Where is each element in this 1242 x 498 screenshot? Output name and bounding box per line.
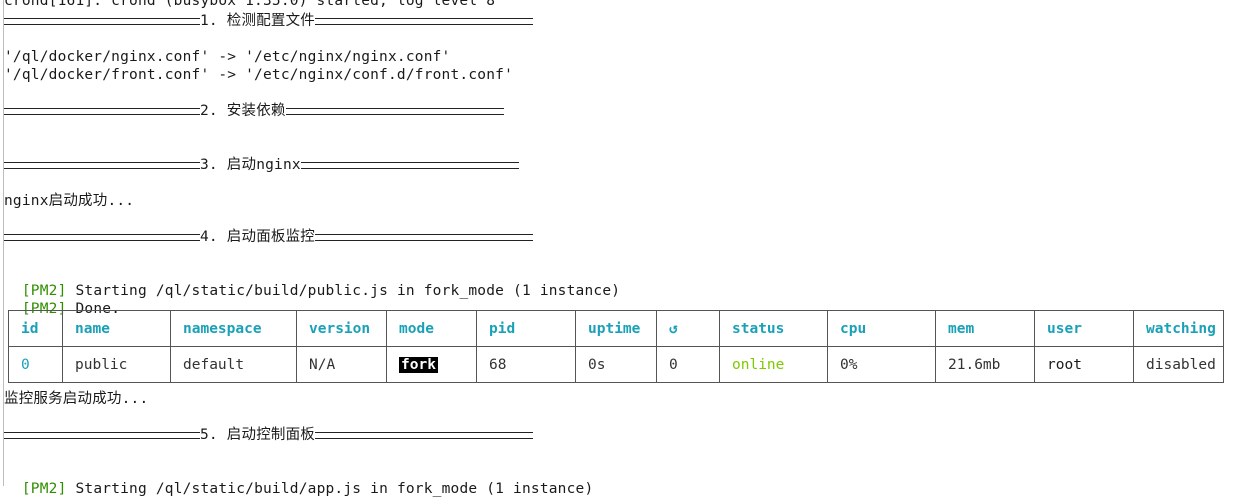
table-row: 0 public default N/A fork 68 0s 0 online… — [8, 346, 1224, 383]
pm2-tag: [PM2] — [21, 481, 67, 497]
nginx-started-message: nginx启动成功... — [4, 193, 135, 209]
step2-separator: 2. 安装依赖 — [4, 102, 504, 120]
col-header-version: version — [296, 310, 387, 347]
cell-mem: 21.6mb — [935, 346, 1035, 383]
col-header-uptime: uptime — [575, 310, 657, 347]
step1-separator: 1. 检测配置文件 — [4, 12, 533, 30]
pm2-start-public-line: [PM2] Starting /ql/static/build/public.j… — [4, 264, 620, 299]
cell-mode: fork — [386, 346, 477, 383]
step5-separator: 5. 启动控制面板 — [4, 426, 533, 444]
front-conf-copy-line: '/ql/docker/front.conf' -> '/etc/nginx/c… — [4, 67, 513, 83]
col-header-watching: watching — [1133, 310, 1224, 347]
cell-id: 0 — [8, 346, 63, 383]
step4-title: 4. 启动面板监控 — [200, 229, 315, 245]
col-header-pid: pid — [476, 310, 576, 347]
pm2-process-table: id name namespace version mode pid uptim… — [8, 310, 1224, 383]
col-header-status: status — [719, 310, 828, 347]
pm2-start-app-text: Starting /ql/static/build/app.js in fork… — [75, 481, 594, 497]
cell-pid: 68 — [476, 346, 576, 383]
col-header-mem: mem — [935, 310, 1035, 347]
col-header-mode: mode — [386, 310, 477, 347]
cell-uptime: 0s — [575, 346, 657, 383]
pm2-start-public-text: Starting /ql/static/build/public.js in f… — [75, 283, 621, 299]
monitor-started-message: 监控服务启动成功... — [4, 391, 149, 407]
col-header-namespace: namespace — [170, 310, 297, 347]
terminal-left-border — [3, 0, 4, 486]
cell-cpu: 0% — [827, 346, 936, 383]
cell-status: online — [719, 346, 828, 383]
step3-separator: 3. 启动nginx — [4, 156, 519, 174]
col-header-restarts: ↺ — [656, 310, 720, 347]
step1-title: 1. 检测配置文件 — [200, 13, 315, 29]
pm2-start-app-line: [PM2] Starting /ql/static/build/app.js i… — [4, 462, 593, 497]
pm2-tag: [PM2] — [21, 283, 67, 299]
cell-namespace: default — [170, 346, 297, 383]
table-header-row: id name namespace version mode pid uptim… — [8, 310, 1224, 347]
step3-title: 3. 启动nginx — [200, 157, 301, 173]
col-header-id: id — [8, 310, 63, 347]
cell-restarts: 0 — [656, 346, 720, 383]
cell-version: N/A — [296, 346, 387, 383]
mode-fork-label: fork — [399, 356, 438, 373]
nginx-conf-copy-line: '/ql/docker/nginx.conf' -> '/etc/nginx/n… — [4, 49, 451, 65]
step5-title: 5. 启动控制面板 — [200, 427, 315, 443]
pm2-done-line: [PM2] Done. — [4, 282, 120, 317]
crond-log-line: crond[161]: crond (busybox 1.35.0) start… — [4, 0, 496, 9]
step2-title: 2. 安装依赖 — [200, 103, 286, 119]
cell-watching: disabled — [1133, 346, 1224, 383]
col-header-cpu: cpu — [827, 310, 936, 347]
col-header-name: name — [62, 310, 171, 347]
step4-separator: 4. 启动面板监控 — [4, 228, 533, 246]
cell-user: root — [1034, 346, 1134, 383]
col-header-user: user — [1034, 310, 1134, 347]
cell-name: public — [62, 346, 171, 383]
